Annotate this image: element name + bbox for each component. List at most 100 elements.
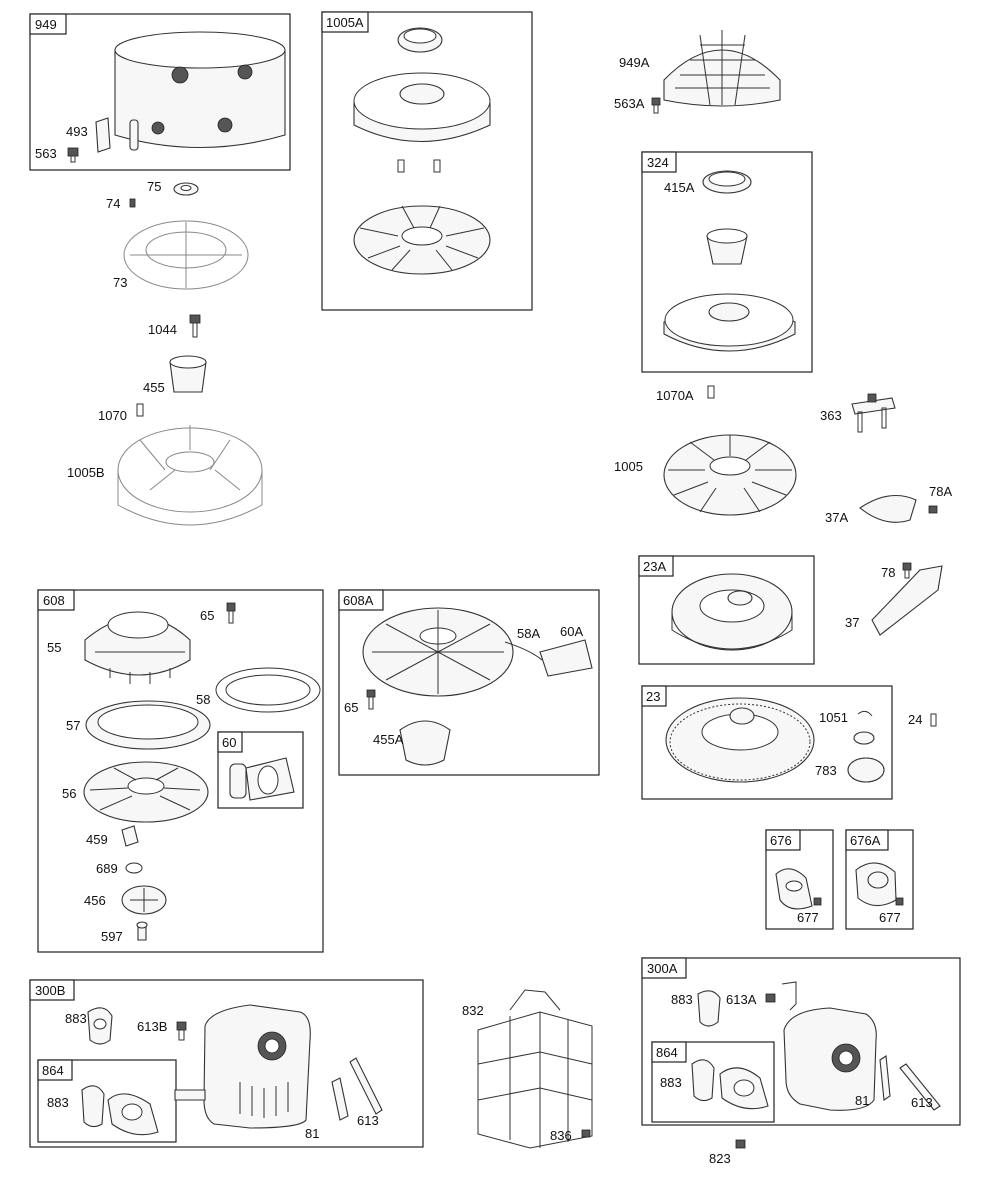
screw-823-drawing — [735, 1139, 746, 1149]
part-label-883-b: 883 — [47, 1095, 69, 1110]
screw-1070-drawing — [136, 403, 144, 417]
key-24-drawing — [930, 713, 937, 727]
part-label-613A: 613A — [726, 992, 757, 1007]
clip-493-drawing — [95, 117, 111, 153]
part-label-415A: 415A — [664, 180, 695, 195]
screw-78-drawing — [902, 562, 912, 579]
guard-832-drawing — [477, 989, 593, 1149]
muffler-300A-drawing — [697, 981, 941, 1111]
group-23-label: 23 — [646, 689, 660, 704]
part-label-689: 689 — [96, 861, 118, 876]
flywheel-1005A-drawing — [353, 27, 491, 275]
group-60: 60 — [217, 731, 304, 809]
part-label-783: 783 — [815, 763, 837, 778]
plate-676-drawing — [775, 868, 822, 910]
screen-73-drawing — [123, 220, 249, 290]
group-864-left-label: 864 — [42, 1063, 64, 1078]
part-label-613B: 613B — [137, 1019, 167, 1034]
group-608-label: 608 — [43, 593, 65, 608]
starter-608-drawing — [83, 602, 321, 941]
group-676A: 676A — [845, 829, 914, 930]
gasket-864-right-drawing — [691, 1059, 769, 1110]
group-864-left: 864 — [37, 1059, 177, 1143]
flywheel-1005B-drawing — [117, 425, 263, 526]
part-label-613-a: 613 — [357, 1113, 379, 1128]
part-label-55: 55 — [47, 640, 61, 655]
part-label-563: 563 — [35, 146, 57, 161]
flywheel-23A-drawing — [671, 573, 793, 651]
group-23A: 23A — [638, 555, 815, 665]
part-label-459: 459 — [86, 832, 108, 847]
group-864-right: 864 — [651, 1041, 775, 1123]
part-label-58: 58 — [196, 692, 210, 707]
part-label-455A: 455A — [373, 732, 404, 747]
air-cleaner-cover-drawing — [114, 31, 286, 151]
part-label-74: 74 — [106, 196, 120, 211]
screw-1070A-drawing — [707, 385, 715, 399]
group-1005A: 1005A — [321, 11, 533, 311]
group-1005A-label: 1005A — [326, 15, 364, 30]
screw-78A-drawing — [928, 505, 938, 514]
part-label-81-a: 81 — [305, 1126, 319, 1141]
part-label-597: 597 — [101, 929, 123, 944]
group-300B: 300B — [29, 979, 424, 1148]
gear-783-drawing — [847, 757, 885, 783]
part-label-1070A: 1070A — [656, 388, 694, 403]
gasket-864-left-drawing — [81, 1085, 159, 1136]
cup-455-drawing — [169, 355, 207, 393]
part-label-493: 493 — [66, 124, 88, 139]
part-label-1005B: 1005B — [67, 465, 105, 480]
group-23A-label: 23A — [643, 559, 666, 574]
screw-836-drawing — [581, 1129, 591, 1138]
handle-60-drawing — [229, 757, 295, 801]
screw-1044-drawing — [189, 314, 201, 338]
flywheel-23-drawing — [665, 697, 815, 783]
part-label-677-b: 677 — [879, 910, 901, 925]
screw-563-drawing — [67, 147, 79, 163]
part-label-456: 456 — [84, 893, 106, 908]
part-label-58A: 58A — [517, 626, 540, 641]
part-label-24: 24 — [908, 712, 922, 727]
shroud-949A-drawing — [663, 30, 781, 107]
part-label-37: 37 — [845, 615, 859, 630]
part-label-78: 78 — [881, 565, 895, 580]
part-label-1070: 1070 — [98, 408, 127, 423]
part-label-677-a: 677 — [797, 910, 819, 925]
part-label-57: 57 — [66, 718, 80, 733]
screw-74-drawing — [129, 198, 136, 208]
part-label-883-a: 883 — [65, 1011, 87, 1026]
part-label-949A: 949A — [619, 55, 650, 70]
flywheel-1005-drawing — [663, 434, 797, 516]
group-324: 324 — [641, 151, 813, 373]
part-label-832: 832 — [462, 1003, 484, 1018]
part-label-60A: 60A — [560, 624, 583, 639]
part-label-563A: 563A — [614, 96, 645, 111]
part-label-81-b: 81 — [855, 1093, 869, 1108]
grommet-75-drawing — [173, 182, 199, 196]
plate-676A-drawing — [855, 862, 904, 907]
group-324-label: 324 — [647, 155, 669, 170]
bracket-363-drawing — [851, 393, 896, 433]
group-608A-label: 608A — [343, 593, 374, 608]
part-label-65-b: 65 — [344, 700, 358, 715]
part-label-75: 75 — [147, 179, 161, 194]
part-label-883-d: 883 — [660, 1075, 682, 1090]
group-949-label: 949 — [35, 17, 57, 32]
key-1051-drawing — [857, 710, 873, 717]
group-608A: 608A — [338, 589, 600, 776]
starter-608A-drawing — [362, 607, 593, 766]
part-label-836: 836 — [550, 1128, 572, 1143]
part-label-455: 455 — [143, 380, 165, 395]
part-label-363: 363 — [820, 408, 842, 423]
part-label-1005: 1005 — [614, 459, 643, 474]
group-949: 949 — [29, 13, 291, 171]
group-23: 23 — [641, 685, 893, 800]
group-300A: 300A — [641, 957, 961, 1126]
part-label-883-c: 883 — [671, 992, 693, 1007]
muffler-300B-drawing — [87, 1004, 383, 1129]
group-864-right-label: 864 — [656, 1045, 678, 1060]
part-label-1044: 1044 — [148, 322, 177, 337]
part-label-78A: 78A — [929, 484, 952, 499]
part-label-1051: 1051 — [819, 710, 848, 725]
